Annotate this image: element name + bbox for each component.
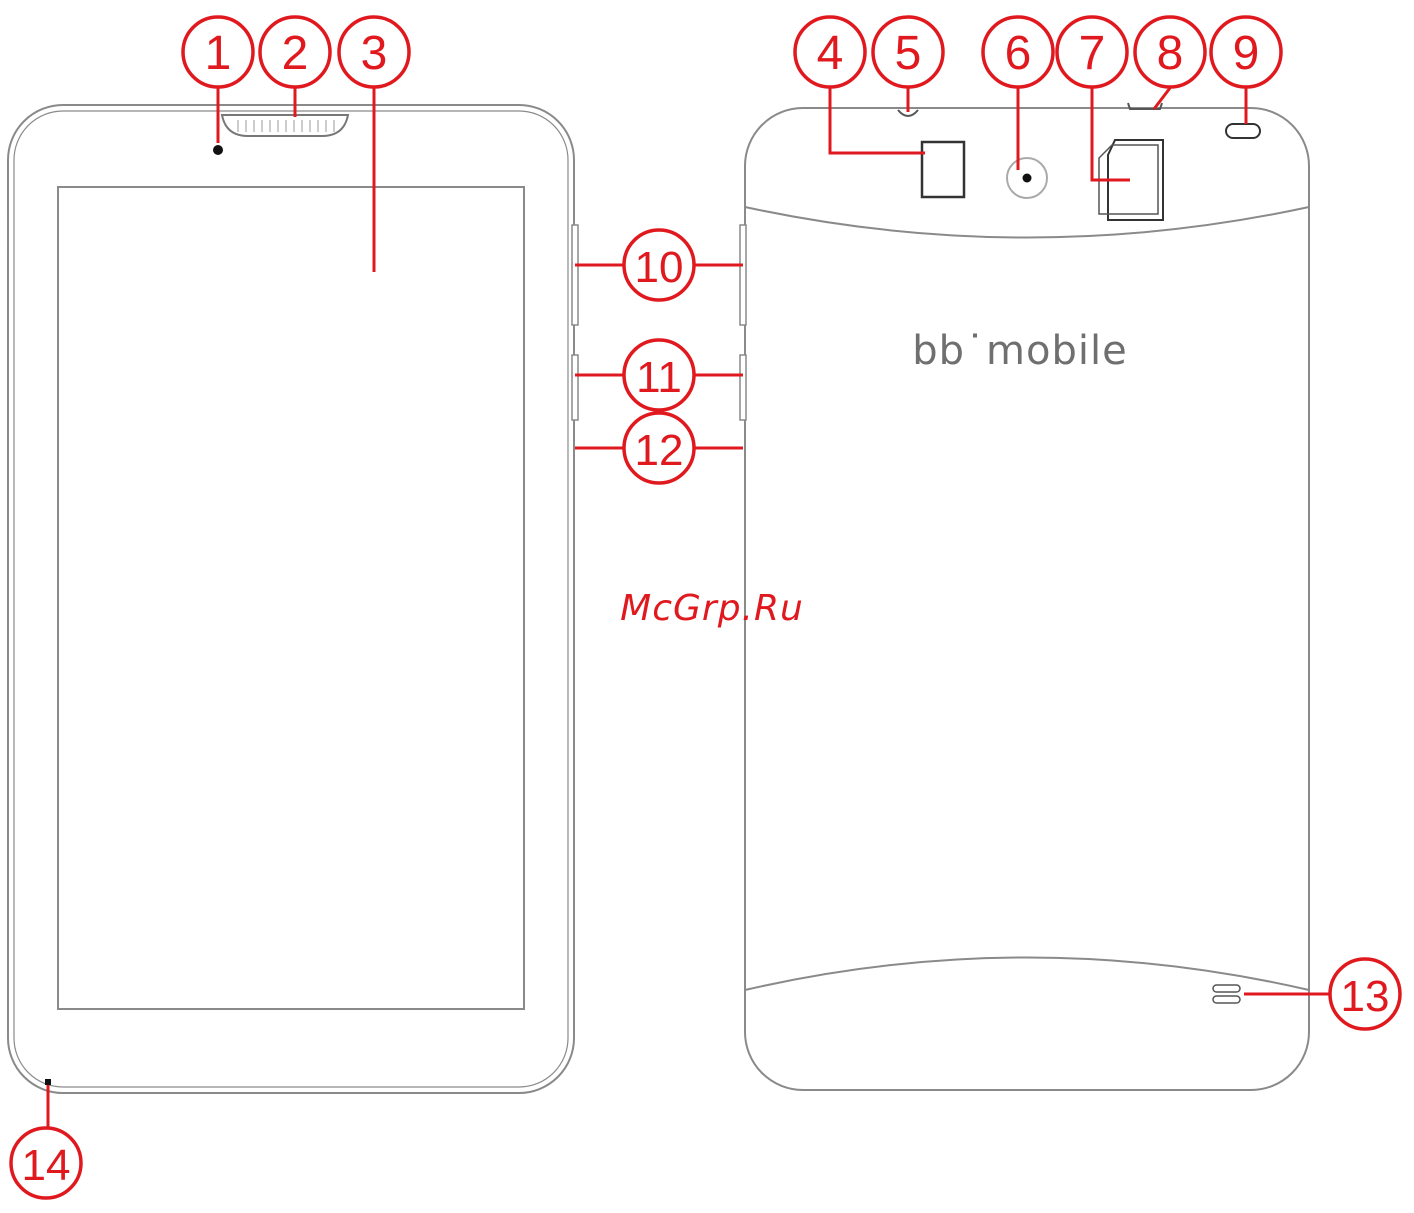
- watermark-text: McGrp.Ru: [620, 588, 804, 629]
- power-button-front: [572, 355, 578, 420]
- callout-number: 11: [636, 353, 682, 402]
- callout-1: 1: [183, 17, 253, 87]
- callout-2: 2: [260, 17, 330, 87]
- callout-number: 13: [1341, 972, 1390, 1021]
- callout-number: 1: [205, 27, 232, 80]
- callout-9: 9: [1211, 17, 1281, 87]
- callout-number: 2: [282, 27, 309, 80]
- front-screen: [58, 187, 524, 1009]
- callout-8: 8: [1135, 17, 1205, 87]
- back-top-panel-curve: [745, 207, 1309, 238]
- callout-number: 8: [1157, 27, 1184, 80]
- callout-14: 14: [11, 1128, 81, 1198]
- callout-6: 6: [983, 17, 1053, 87]
- brand-logo: bb˙mobile: [912, 328, 1127, 374]
- callout-10: 10: [624, 230, 694, 300]
- speaker-slot-icon-1: [1213, 985, 1240, 992]
- flash-module-icon: [922, 142, 964, 197]
- callout-number: 14: [22, 1141, 71, 1190]
- speaker-slot-icon-2: [1213, 996, 1240, 1003]
- callout-7: 7: [1057, 17, 1127, 87]
- callout-11: 11: [624, 340, 694, 410]
- callout-number: 12: [635, 426, 684, 475]
- front-camera-icon: [213, 145, 223, 155]
- leader-line-4: [830, 88, 925, 153]
- back-view: [740, 103, 1309, 1090]
- callout-number: 9: [1233, 27, 1260, 80]
- front-body-outer: [8, 105, 574, 1093]
- callout-5: 5: [873, 17, 943, 87]
- callout-3: 3: [339, 17, 409, 87]
- callout-number: 5: [895, 27, 922, 80]
- volume-button-back: [740, 225, 746, 325]
- rear-camera-lens-icon: [1023, 174, 1032, 183]
- power-button-back: [740, 355, 746, 420]
- callout-12: 12: [624, 413, 694, 483]
- microphone-hole-icon: [45, 1079, 51, 1085]
- callout-number: 4: [817, 27, 844, 80]
- callout-number: 7: [1079, 27, 1106, 80]
- callout-number: 6: [1005, 27, 1032, 80]
- callout-number: 10: [635, 243, 684, 292]
- front-view: [8, 105, 578, 1093]
- callout-number: 3: [361, 27, 388, 80]
- front-body-inner: [14, 111, 568, 1087]
- back-body: [745, 108, 1309, 1090]
- volume-button-front: [572, 225, 578, 325]
- charge-port-icon: [1226, 124, 1260, 138]
- callout-13: 13: [1330, 959, 1400, 1029]
- leader-line-7: [1092, 88, 1130, 180]
- earpiece-speaker-icon: [222, 115, 348, 136]
- callout-4: 4: [795, 17, 865, 87]
